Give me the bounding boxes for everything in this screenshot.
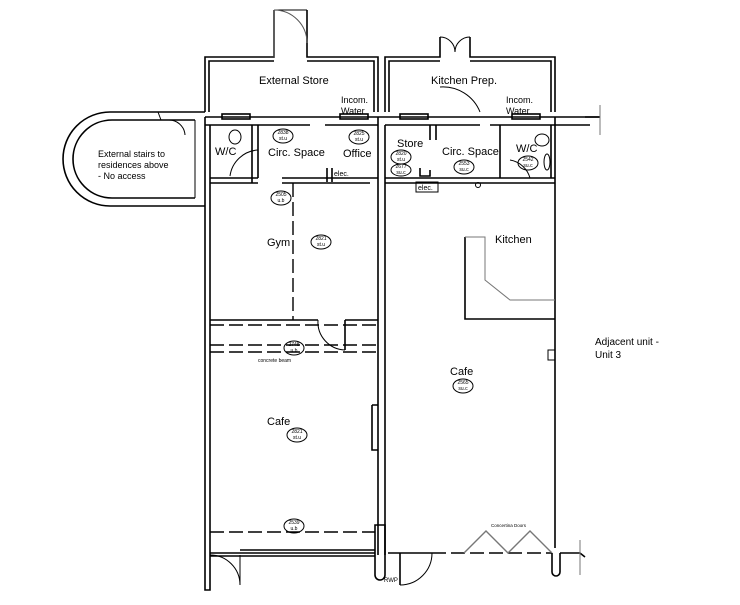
- svg-text:st.u: st.u: [355, 137, 363, 143]
- svg-text:st.u: st.u: [317, 242, 325, 248]
- label-external-store: External Store: [259, 75, 329, 87]
- label-adjacent-unit-1: Adjacent unit -: [595, 337, 659, 348]
- svg-text:su.c: su.c: [459, 167, 469, 173]
- svg-text:st.u: st.u: [293, 435, 301, 441]
- svg-text:2505: 2505: [275, 192, 286, 198]
- label-external-stairs-2: residences above: [98, 160, 169, 170]
- svg-text:2821: 2821: [291, 429, 302, 435]
- main-walls: [204, 105, 601, 560]
- internal-divisions: [210, 183, 556, 451]
- svg-text:st.u: st.u: [397, 157, 405, 163]
- svg-text:2677: 2677: [395, 164, 406, 170]
- svg-text:2825: 2825: [353, 131, 364, 137]
- svg-text:u.b: u.b: [278, 198, 285, 204]
- external-stairs: [62, 111, 205, 207]
- label-external-stairs-1: External stairs to: [98, 149, 165, 159]
- label-wc-left: W/C: [215, 146, 236, 158]
- label-cafe-left: Cafe: [267, 416, 290, 428]
- label-gym: Gym: [267, 237, 290, 249]
- label-circ-space-right: Circ. Space: [442, 146, 499, 158]
- label-store: Store: [397, 138, 423, 150]
- svg-text:2565: 2565: [457, 380, 468, 386]
- label-kitchen-prep: Kitchen Prep.: [431, 75, 497, 87]
- svg-text:2748: 2748: [288, 342, 299, 348]
- svg-text:su.c: su.c: [458, 386, 468, 392]
- label-rwp: RWP: [384, 578, 398, 584]
- label-incoming-water-2: Incom.: [506, 95, 533, 105]
- label-external-stairs-3: - No access: [98, 171, 146, 181]
- label-incoming-water-1b: Water: [341, 106, 365, 116]
- label-incoming-water-1: Incom.: [341, 95, 368, 105]
- front-wall: [204, 524, 586, 591]
- external-store-walls: [204, 9, 379, 112]
- svg-text:2838: 2838: [277, 130, 288, 136]
- svg-text:2820: 2820: [395, 151, 406, 157]
- svg-text:st.u: st.u: [279, 136, 287, 142]
- svg-text:su.c: su.c: [523, 163, 533, 169]
- svg-text:su.c: su.c: [396, 170, 406, 176]
- label-concrete-beam: concrete beam: [258, 358, 291, 364]
- svg-text:u.b: u.b: [291, 526, 298, 532]
- label-elec-left: elec.: [334, 171, 349, 178]
- svg-text:2553: 2553: [458, 161, 469, 167]
- room-labels: External Store Kitchen Prep. Incom. Wate…: [98, 75, 659, 584]
- label-elec-right: elec.: [418, 185, 433, 192]
- svg-text:u.b: u.b: [291, 348, 298, 354]
- label-incoming-water-2b: Water: [506, 106, 530, 116]
- kitchen-prep-walls: [384, 36, 556, 113]
- svg-text:2539: 2539: [288, 520, 299, 526]
- svg-text:2542: 2542: [522, 157, 533, 163]
- label-adjacent-unit-2: Unit 3: [595, 350, 622, 361]
- label-cafe-right: Cafe: [450, 366, 473, 378]
- label-circ-space-left: Circ. Space: [268, 147, 325, 159]
- svg-text:2821: 2821: [315, 236, 326, 242]
- label-concertina-doors: Concertina Doors: [491, 523, 527, 528]
- label-wc-right: W/C: [516, 143, 537, 155]
- label-office: Office: [343, 148, 372, 160]
- label-kitchen: Kitchen: [495, 234, 532, 246]
